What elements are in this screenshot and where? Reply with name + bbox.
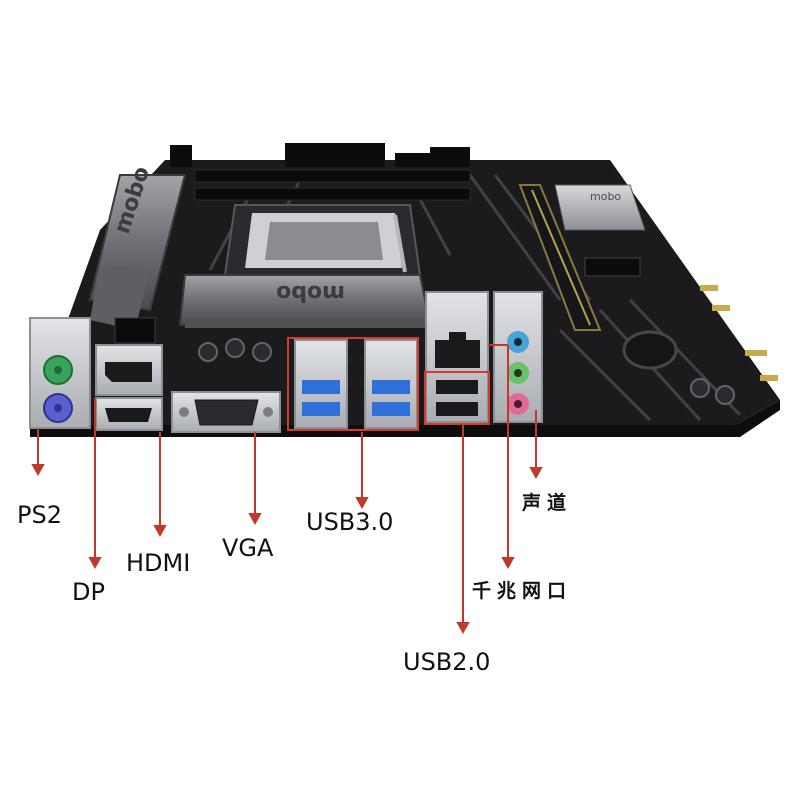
cmos-battery: [622, 330, 678, 370]
lan-port: [435, 340, 480, 368]
hdmi-port: [95, 397, 163, 431]
usb3-port: [302, 380, 340, 394]
cpu-socket: [223, 204, 422, 276]
capacitors: [198, 338, 735, 405]
memory-slot-2: [194, 187, 471, 201]
usb3-port-group: [287, 337, 419, 431]
m2-slot: [584, 257, 641, 277]
label-hdmi: HDMI: [126, 549, 191, 577]
usb2-port: [436, 380, 478, 394]
label-vga: VGA: [222, 534, 274, 562]
memory-slot-1: [194, 169, 471, 183]
label-lan: 千兆网口: [472, 580, 573, 602]
chipset-logo: mobo: [590, 190, 621, 203]
usb2-highlight-box: [424, 371, 490, 425]
label-dp: DP: [72, 578, 105, 606]
vrm-heatsink-center: mobo: [178, 274, 432, 328]
vrm-heatsink-left: mobo: [88, 164, 187, 330]
audio-port-group: [493, 291, 543, 423]
usb2-port: [436, 402, 478, 416]
top-connector-3: [430, 147, 470, 167]
label-ps2: PS2: [17, 501, 62, 529]
top-connector-4: [170, 145, 192, 167]
usb3-port: [302, 402, 340, 416]
usb3-port: [372, 402, 410, 416]
chipset-heatsink: mobo: [554, 184, 646, 231]
usb3-highlight-box: [287, 337, 419, 431]
label-usb2: USB2.0: [403, 648, 491, 676]
pcie-slot: [518, 184, 602, 331]
usb3-port: [372, 380, 410, 394]
lan-usb2-group: [424, 291, 490, 425]
ps2-port-group: [29, 317, 91, 429]
pointer-lines: [31, 344, 543, 635]
label-usb3: USB3.0: [306, 508, 394, 536]
top-connector-1: [285, 143, 385, 167]
dp-port: [95, 344, 163, 396]
heatsink-logo-center: mobo: [276, 280, 345, 305]
pin-headers: [700, 285, 778, 381]
top-connector-2: [395, 153, 435, 167]
vga-port: [171, 391, 281, 433]
label-audio: 声道: [522, 492, 573, 514]
cpu-power-connector: [114, 317, 156, 344]
